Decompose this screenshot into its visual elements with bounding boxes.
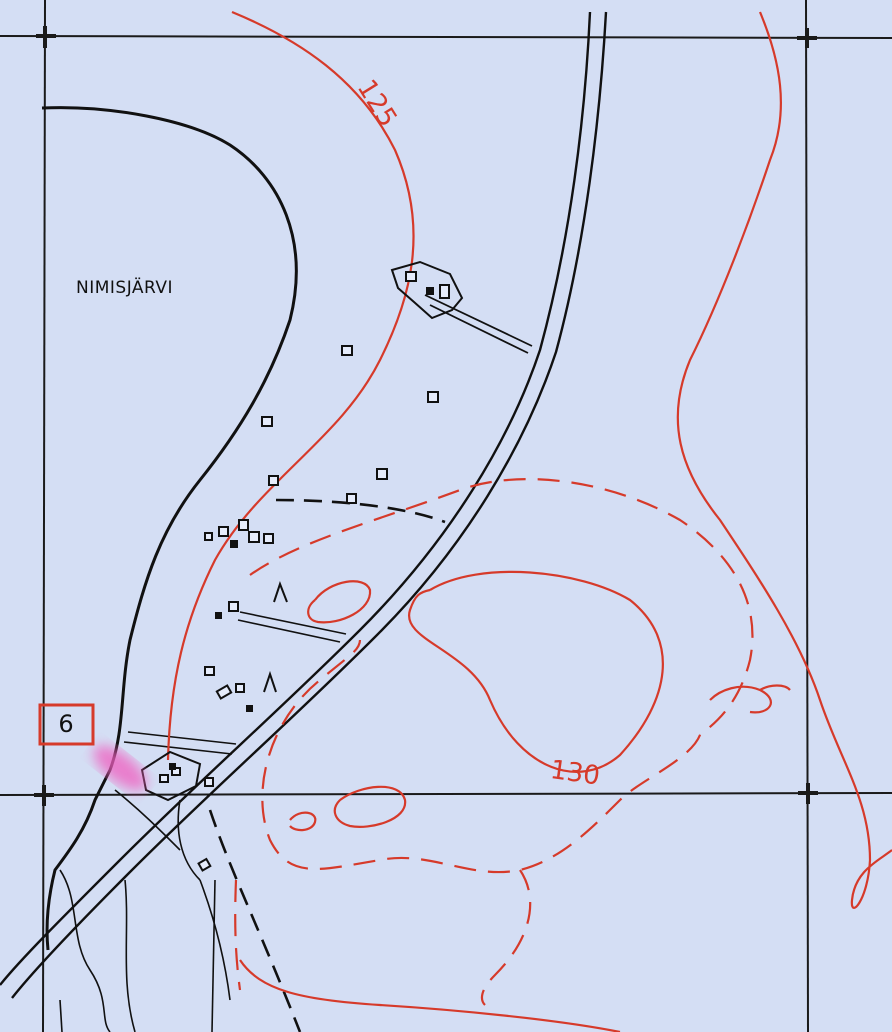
- contour-small-loop: [333, 785, 407, 828]
- buildings: [159, 345, 439, 872]
- contour-lines: [166, 10, 892, 1032]
- minor-lanes: [59, 611, 347, 1032]
- grid-crosses: [34, 26, 818, 806]
- contour-label-130: 130: [548, 755, 601, 792]
- lake-shoreline: [41, 106, 298, 951]
- contour-130: [407, 570, 664, 773]
- farm-compound: [140, 260, 464, 802]
- contour-lower: [239, 959, 621, 1032]
- contour-tiny: [289, 811, 317, 832]
- dashed-contours: [234, 478, 754, 1006]
- dwellings: [169, 287, 434, 770]
- site-marker: 6: [38, 703, 95, 746]
- ditch-marks: [263, 581, 288, 693]
- lake-shoreline-south: [59, 869, 111, 1032]
- site-marker-number: 6: [58, 710, 73, 738]
- contour-125: [166, 10, 415, 761]
- contour-east: [676, 11, 892, 909]
- site-marker-box: [38, 703, 95, 746]
- contour-hillock: [307, 580, 372, 624]
- lake-label: NIMISJÄRVI: [76, 277, 173, 298]
- highlight-smudge: [93, 745, 147, 791]
- main-road: [0, 11, 608, 999]
- contour-hook: [709, 684, 791, 714]
- footpaths: [208, 498, 446, 1032]
